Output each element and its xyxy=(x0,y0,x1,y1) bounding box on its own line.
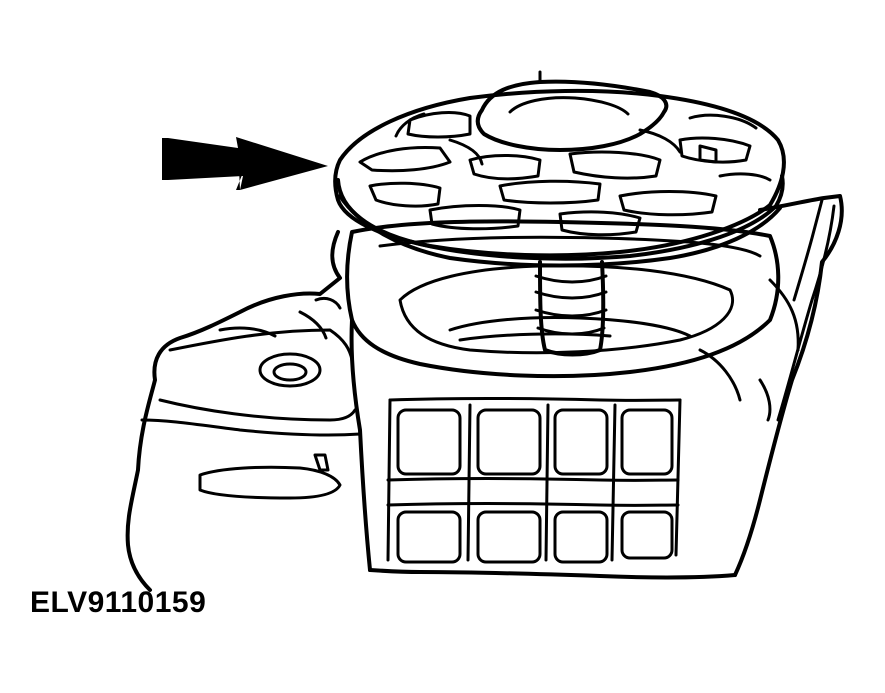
valve-body-plate xyxy=(333,70,786,268)
spring-stack xyxy=(534,260,608,357)
double-arrow-icon xyxy=(162,137,328,190)
transmission-housing xyxy=(125,194,844,592)
figure-id-label: ELV9110159 xyxy=(30,586,207,619)
